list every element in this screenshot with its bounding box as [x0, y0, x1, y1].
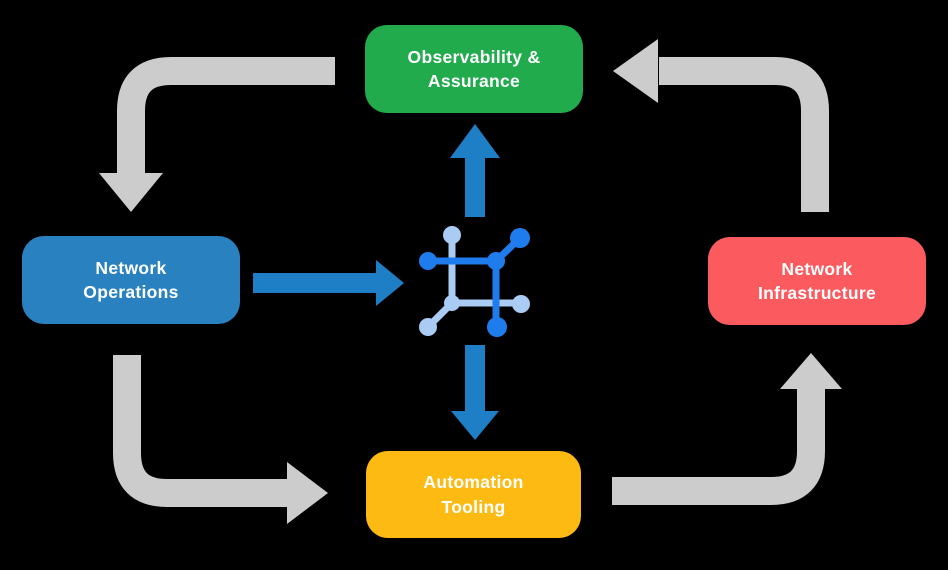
icon-dot [419, 318, 437, 336]
node-network-infrastructure: Network Infrastructure [708, 237, 926, 325]
icon-dot [444, 295, 460, 311]
icon-light-dots [419, 226, 530, 336]
icon-dot [512, 295, 530, 313]
node-label: Observability & Assurance [407, 46, 541, 91]
arrowhead-down-icon [99, 173, 163, 212]
icon-dark-dots [419, 228, 530, 337]
node-automation-tooling: Automation Tooling [366, 451, 581, 538]
blue-center-arrows [253, 157, 485, 412]
gray-arrowheads [99, 39, 842, 524]
arrowhead-right-icon [376, 260, 404, 306]
arrow-infrastructure-to-observability [659, 57, 829, 212]
arrow-automation-to-infrastructure [612, 389, 825, 505]
network-automation-icon [419, 226, 530, 337]
icon-dot [487, 252, 505, 270]
arrowhead-up-icon [450, 124, 500, 158]
node-label: Network Operations [83, 257, 179, 302]
arrowhead-down-icon [451, 411, 499, 440]
arrow-operations-to-automation [113, 355, 288, 507]
node-label: Automation Tooling [423, 472, 524, 517]
icon-dot [510, 228, 530, 248]
icon-dot [487, 317, 507, 337]
arrowhead-up-icon [780, 353, 842, 389]
icon-light-lines [424, 233, 518, 331]
icon-dot [443, 226, 461, 244]
node-label: Network Infrastructure [758, 258, 876, 303]
arrowhead-left-icon [613, 39, 658, 103]
arrow-observability-to-operations [117, 57, 335, 174]
node-observability-assurance: Observability & Assurance [365, 25, 583, 113]
node-network-operations: Network Operations [22, 236, 240, 324]
blue-arrowheads [376, 124, 500, 440]
icon-dot [419, 252, 437, 270]
arrowhead-right-icon [287, 462, 328, 524]
gray-cycle-arrows [113, 57, 829, 507]
